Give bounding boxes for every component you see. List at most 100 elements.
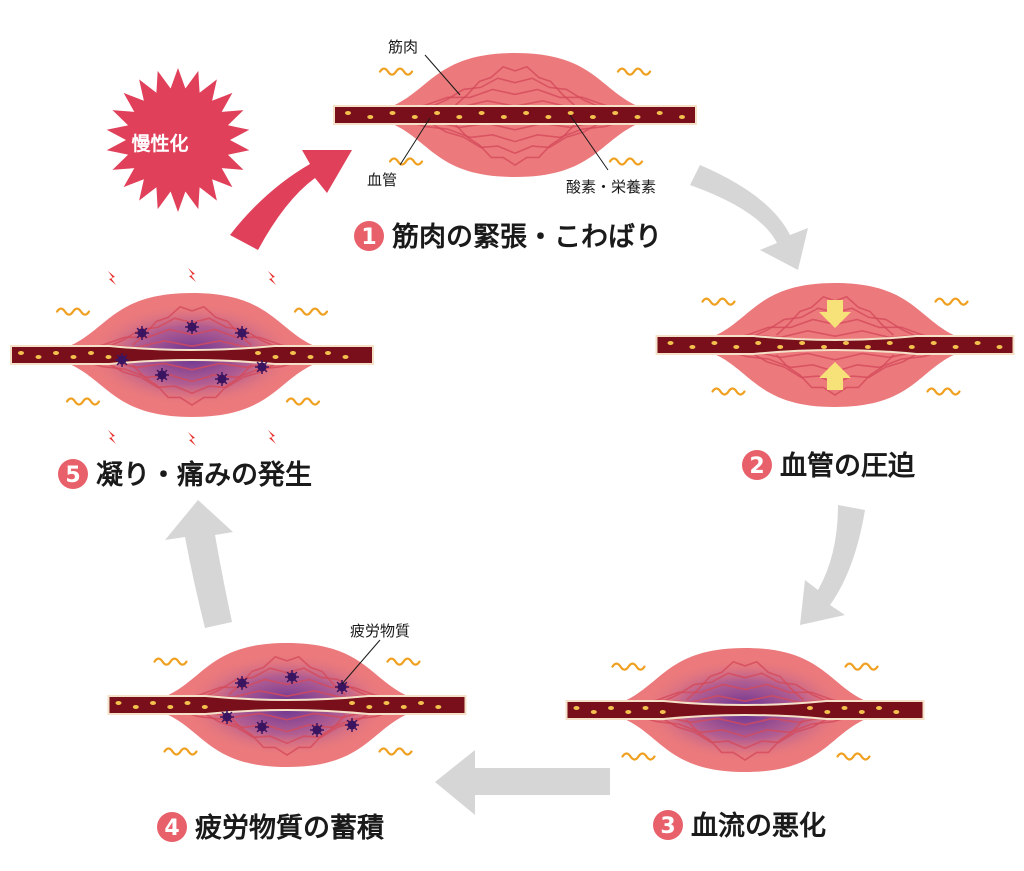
nutrient-dot <box>642 706 649 710</box>
tension-mark <box>55 307 91 316</box>
nutrient-dot <box>456 115 463 119</box>
nutrient-dot <box>272 355 279 359</box>
tension-mark <box>378 747 413 756</box>
tension-mark <box>163 747 198 756</box>
chronic-burst: 慢性化 <box>106 68 250 212</box>
nutrient-dot <box>689 345 696 349</box>
nutrient-dot <box>545 115 552 119</box>
step-2-title: 2 血管の圧迫 <box>742 450 915 482</box>
vessel-label: 血管 <box>367 171 397 189</box>
callout-oxygen: 酸素・栄養素 <box>566 114 656 196</box>
nutrient-dot <box>167 705 174 709</box>
callout-fatigue: 疲労物質 <box>341 622 410 685</box>
nutrient-dot <box>656 111 663 115</box>
nutrient-dot <box>807 706 813 710</box>
fatigue-particle <box>285 670 299 684</box>
nutrient-dot <box>824 710 831 714</box>
tension-mark <box>611 662 646 671</box>
tension-mark <box>608 157 644 166</box>
tension-mark <box>934 297 969 306</box>
nutrient-dot <box>53 351 59 355</box>
muscle-step-4 <box>107 643 467 767</box>
muscle-label: 筋肉 <box>388 38 418 56</box>
nutrient-dot <box>325 351 331 355</box>
fatigue-label: 疲労物質 <box>350 622 410 640</box>
muscle-step-3 <box>565 648 925 772</box>
fatigue-particle <box>235 676 249 690</box>
step-5-label: 凝り・痛みの発生 <box>96 459 312 491</box>
step-4-label: 疲労物質の蓄積 <box>195 812 384 844</box>
step-2-number: 2 <box>749 454 764 479</box>
nutrient-dot <box>589 115 596 119</box>
nutrient-dot <box>608 706 614 710</box>
muscle-fiber <box>402 88 628 111</box>
nutrient-dot <box>777 345 784 349</box>
nutrient-dot <box>612 111 619 115</box>
step-1-label: 筋肉の緊張・こわばり <box>392 221 662 253</box>
nutrient-dot <box>184 701 191 705</box>
nutrient-dot <box>876 706 882 710</box>
tension-mark <box>836 752 871 761</box>
nutrient-dot <box>105 355 112 359</box>
muscle-fiber <box>455 124 575 167</box>
nutrient-dot <box>400 705 407 709</box>
cycle-arrow-3-to-4 <box>435 750 610 815</box>
step-2-label: 血管の圧迫 <box>780 450 915 482</box>
fatigue-particle <box>155 368 169 382</box>
fatigue-particle <box>310 723 324 737</box>
step-2-badge <box>742 450 772 480</box>
nutrient-dot <box>755 341 762 345</box>
nutrient-dot <box>290 351 296 355</box>
nutrient-dot <box>634 115 641 119</box>
nutrient-dot <box>345 111 351 115</box>
nutrient-dot <box>70 355 77 359</box>
nutrient-dot <box>679 115 685 119</box>
muscle-fiber <box>227 714 347 757</box>
nutrient-dot <box>930 341 937 345</box>
nutrient-dot <box>567 111 574 115</box>
muscle-fiber <box>634 683 856 706</box>
oxygen-label: 酸素・栄養素 <box>566 178 656 196</box>
blood-vessel <box>107 695 467 715</box>
nutrient-dot <box>843 341 849 345</box>
nutrient-dot <box>150 701 156 705</box>
blood-vessel <box>565 700 925 720</box>
tension-mark <box>153 657 188 666</box>
step-3-number: 3 <box>660 814 675 839</box>
cycle-arrow-5-to-1-red <box>230 150 352 250</box>
tension-mark <box>388 157 424 166</box>
nutrient-dot <box>821 345 827 349</box>
nutrient-dot <box>711 341 718 345</box>
fatigue-particle <box>115 353 129 367</box>
compression-arrows <box>819 300 851 390</box>
tension-mark <box>926 387 961 396</box>
step-3-badge <box>653 810 683 840</box>
press-down-arrow <box>819 300 851 328</box>
cycle-arrow-4-to-5 <box>165 500 233 628</box>
nutrient-dot <box>573 706 580 710</box>
blood-vessel <box>10 345 374 365</box>
step-3-title: 3 血流の悪化 <box>653 810 826 842</box>
fatigue-particle <box>335 680 349 694</box>
nutrient-dot <box>255 351 261 355</box>
press-up-arrow <box>819 362 851 390</box>
fatigue-particle <box>215 372 229 386</box>
nutrient-dot <box>996 345 1003 349</box>
nutrient-dot <box>659 710 666 714</box>
nutrient-dot <box>389 111 396 115</box>
blood-vessel <box>333 104 697 126</box>
nutrient-dot <box>307 355 314 359</box>
muscle-fiber <box>660 716 830 750</box>
tension-mark <box>621 752 656 761</box>
muscle-fiber <box>132 364 252 407</box>
nutrient-dot <box>88 351 94 355</box>
muscle-fiber <box>79 328 305 351</box>
step-3-label: 血流の悪化 <box>691 811 826 842</box>
nutrient-dot <box>366 705 373 709</box>
tension-mark <box>65 397 101 406</box>
nutrient-dot <box>667 341 674 345</box>
nutrient-dot <box>858 710 865 714</box>
nutrient-dot <box>132 705 139 709</box>
